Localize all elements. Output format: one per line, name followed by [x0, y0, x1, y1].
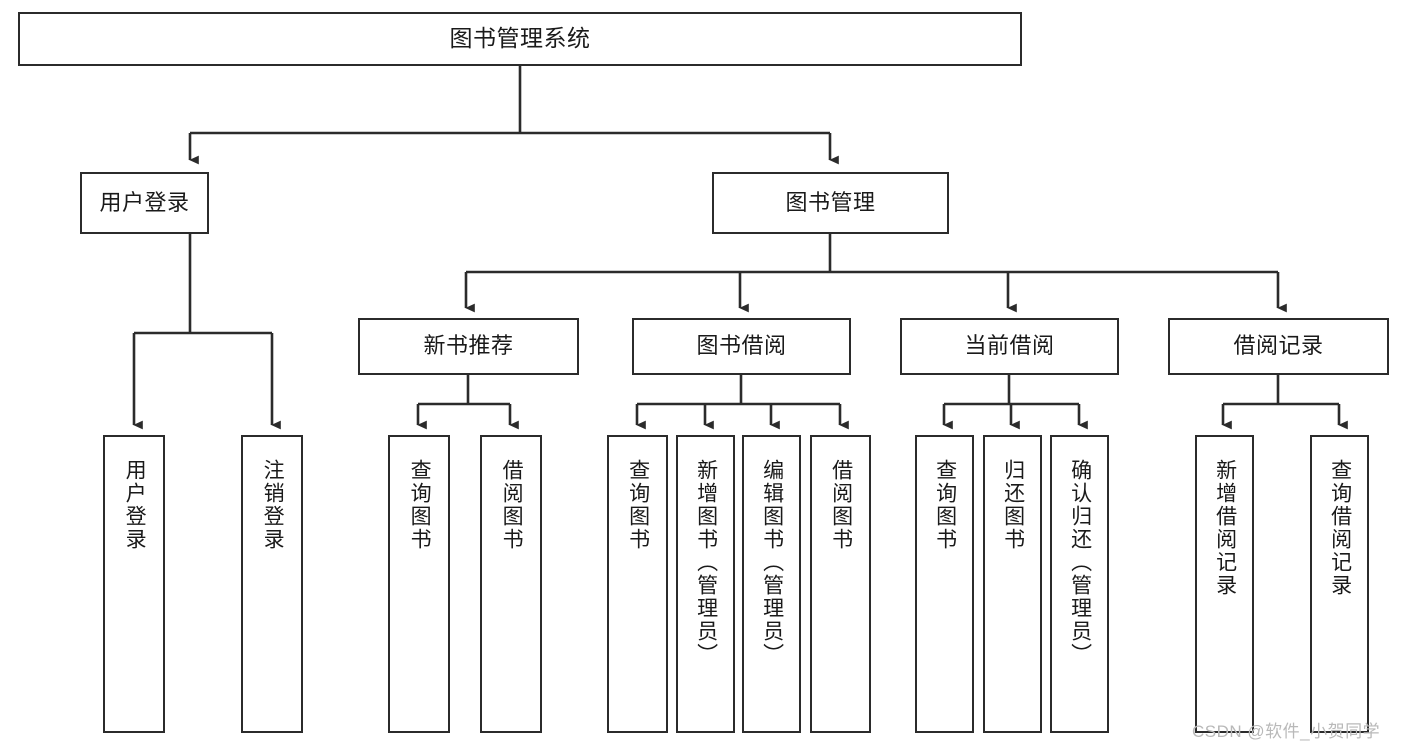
node-borrow-record[interactable]: 借阅记录 — [1168, 318, 1389, 375]
node-label: 当前借阅 — [964, 333, 1055, 359]
node-label: 用户登录 — [99, 189, 190, 215]
node-new-book-recommend[interactable]: 新书推荐 — [358, 318, 579, 375]
node-label: 新增图书（管理员） — [694, 459, 718, 666]
node-label: 图书管理系统 — [449, 25, 591, 52]
node-current-borrow[interactable]: 当前借阅 — [900, 318, 1119, 375]
node-root-book-management-system[interactable]: 图书管理系统 — [18, 12, 1022, 66]
leaf-borrow-book[interactable]: 借阅图书 — [810, 435, 871, 733]
leaf-user-login[interactable]: 用户登录 — [103, 435, 165, 733]
node-label: 归还图书 — [1001, 459, 1025, 551]
node-label: 查询图书 — [626, 459, 650, 551]
node-label: 查询图书 — [408, 459, 432, 551]
leaf-query-borrow-record[interactable]: 查询借阅记录 — [1310, 435, 1369, 733]
leaf-query-book-new[interactable]: 查询图书 — [388, 435, 450, 733]
leaf-query-book-current[interactable]: 查询图书 — [915, 435, 974, 733]
leaf-logout[interactable]: 注销登录 — [241, 435, 303, 733]
node-label: 用户登录 — [123, 459, 147, 551]
leaf-borrow-book-new[interactable]: 借阅图书 — [480, 435, 542, 733]
node-label: 确认归还（管理员） — [1068, 459, 1092, 666]
node-label: 新书推荐 — [423, 333, 514, 359]
node-label: 查询图书 — [933, 459, 957, 551]
node-user-login[interactable]: 用户登录 — [80, 172, 209, 234]
watermark-csdn: CSDN @软件_小贺同学 — [1192, 722, 1381, 741]
node-label: 新增借阅记录 — [1213, 459, 1237, 597]
leaf-return-book[interactable]: 归还图书 — [983, 435, 1042, 733]
node-label: 借阅图书 — [500, 459, 524, 551]
node-label: 借阅记录 — [1233, 333, 1324, 359]
leaf-confirm-return-admin[interactable]: 确认归还（管理员） — [1050, 435, 1109, 733]
leaf-edit-book-admin[interactable]: 编辑图书（管理员） — [742, 435, 801, 733]
node-book-management[interactable]: 图书管理 — [712, 172, 949, 234]
node-label: 借阅图书 — [829, 459, 853, 551]
leaf-add-book-admin[interactable]: 新增图书（管理员） — [676, 435, 735, 733]
node-label: 查询借阅记录 — [1328, 459, 1352, 597]
leaf-add-borrow-record[interactable]: 新增借阅记录 — [1195, 435, 1254, 733]
node-label: 注销登录 — [261, 459, 285, 551]
leaf-query-book-borrow[interactable]: 查询图书 — [607, 435, 668, 733]
node-label: 图书管理 — [785, 189, 876, 215]
node-label: 图书借阅 — [696, 333, 787, 359]
node-book-borrow[interactable]: 图书借阅 — [632, 318, 851, 375]
node-label: 编辑图书（管理员） — [760, 459, 784, 666]
